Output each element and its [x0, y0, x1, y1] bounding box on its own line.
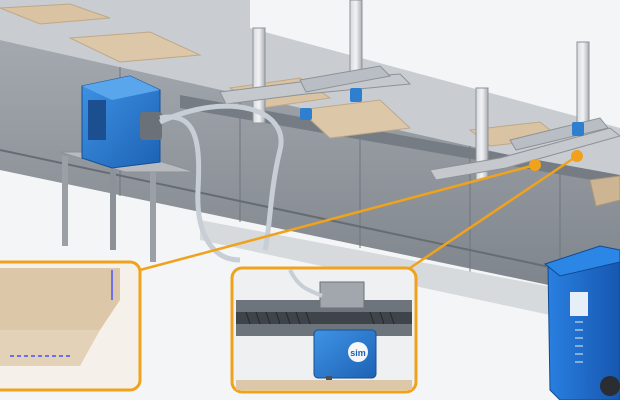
callout-marker-icon [571, 150, 583, 162]
valve-block [319, 281, 365, 309]
gantry-crossbar [299, 65, 392, 93]
rail-threads [245, 311, 395, 325]
zoom-cardboard [236, 380, 412, 390]
gantry-post [349, 0, 363, 81]
gantry-station-2 [429, 41, 620, 181]
bin-level-scale [575, 321, 583, 363]
zoom-hose [288, 269, 323, 298]
table-leg [110, 170, 116, 250]
zoom-inset-applicator: sim [230, 266, 418, 394]
brand-badge [348, 342, 368, 362]
glue-hose [159, 114, 241, 263]
bin-label [570, 292, 588, 316]
gantry-post [576, 41, 590, 133]
linear-rail-screw [236, 312, 412, 324]
zoom-inset-glue-pattern [0, 260, 142, 392]
table-leg [150, 172, 156, 262]
melter-top [82, 76, 160, 100]
bin-wheel [600, 376, 620, 396]
glue-applicator-head-icon [313, 329, 377, 379]
cardboard-blank [0, 3, 111, 25]
cardboard-blank [589, 175, 620, 207]
glue-head-small-icon [300, 108, 312, 120]
callout-leaders [139, 150, 583, 272]
bin-lid [543, 245, 620, 277]
cardboard-blank [298, 99, 412, 139]
glue-head-small-icon [572, 122, 584, 136]
conveyor-lower-rail [0, 149, 620, 283]
table-leg [62, 156, 68, 246]
zoom-cardboard [0, 268, 120, 330]
callout-marker-icon [529, 159, 541, 171]
gantry-station-1 [219, 0, 412, 124]
brand-label: sim [350, 348, 366, 358]
cardboard-blank [68, 31, 202, 63]
melter-outlet-block [140, 112, 162, 140]
glue-head-small-icon [350, 88, 362, 102]
melter-panel [88, 100, 106, 140]
glue-hose [158, 103, 284, 251]
hot-melt-station [59, 75, 284, 263]
gantry-beam [429, 127, 620, 181]
waste-bin-icon [543, 245, 620, 400]
